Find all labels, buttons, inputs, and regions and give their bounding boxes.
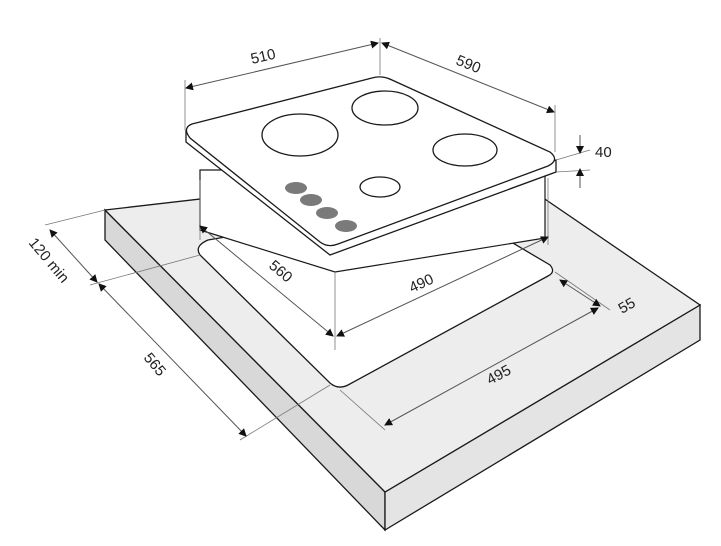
burner-large	[261, 113, 339, 157]
dim-line-120	[49, 229, 98, 283]
dim-line-560	[199, 225, 334, 337]
control-knob	[285, 182, 307, 194]
dim-line-565	[98, 283, 247, 437]
burner-small	[359, 176, 401, 198]
label-55: 55	[616, 294, 639, 317]
dim-line-490	[336, 236, 549, 337]
burner-right	[432, 133, 498, 167]
dimension-lines	[49, 40, 601, 437]
control-knob	[316, 207, 338, 219]
dim-line-590	[381, 41, 555, 114]
dim-line-55	[559, 279, 601, 307]
label-40: 40	[595, 144, 612, 161]
label-565: 565	[140, 350, 169, 380]
control-knob	[300, 194, 322, 206]
control-knob	[335, 220, 357, 232]
dim-line-510	[185, 40, 379, 91]
label-510: 510	[249, 46, 277, 68]
hob	[185, 76, 557, 273]
dim-line-495	[384, 307, 599, 426]
label-120-min: 120 min	[25, 235, 72, 287]
